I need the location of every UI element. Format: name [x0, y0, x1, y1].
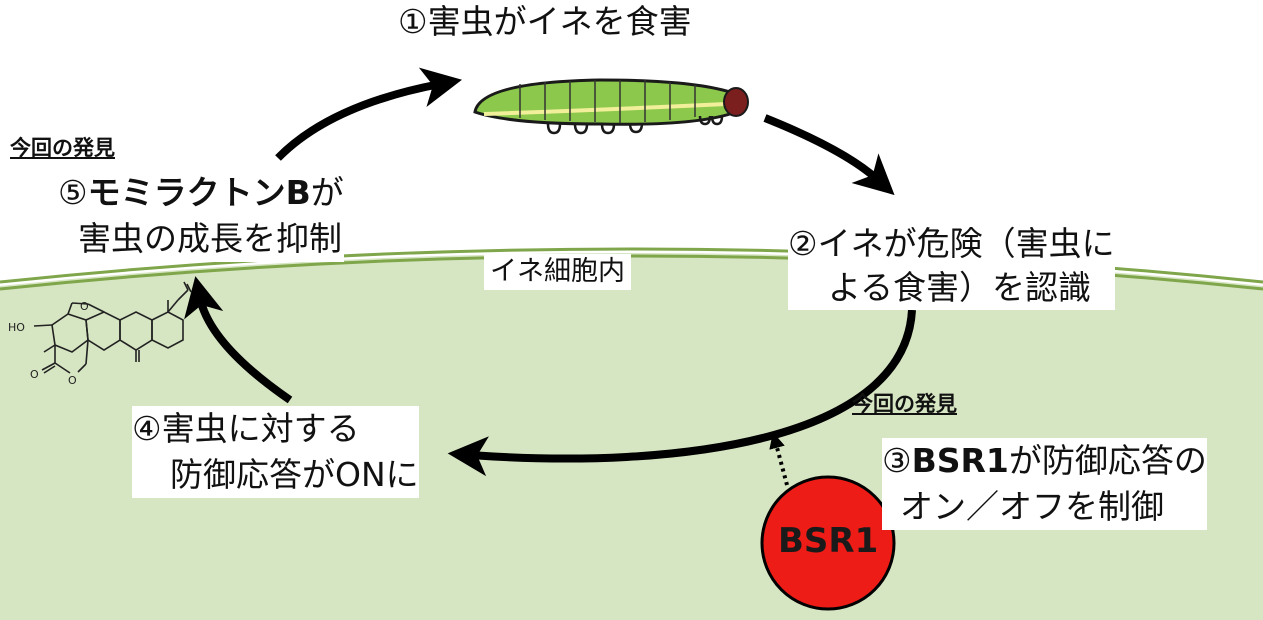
bsr1-protein-label: BSR1 — [778, 521, 879, 561]
step5-label: ⑤モミラクトンBが 害虫の成長を抑制 — [58, 170, 344, 262]
step5-line1: ⑤モミラクトンBが — [58, 170, 344, 216]
dotted-arrow-bsr1-to-cycle — [769, 432, 789, 486]
step3-label: ③BSR1が防御応答の オン／オフを制御 — [882, 438, 1207, 530]
molecule-o-label-3: O — [68, 374, 77, 387]
arrow-step4-to-step5 — [184, 276, 293, 404]
step2-label: ②イネが危険（害虫に よる食害）を認識 — [788, 222, 1115, 310]
step4-line2: 防御応答がONに — [170, 455, 419, 494]
step5-header: 今回の発見 — [10, 136, 115, 160]
caterpillar-icon — [473, 78, 749, 135]
arrow-step5-to-step1 — [275, 67, 463, 161]
molecule-o-label-1: O — [80, 300, 89, 313]
step2-line2: よる食害）を認識 — [828, 268, 1092, 307]
step3-header: 今回の発見 — [852, 392, 957, 416]
step4-label: ④害虫に対する 防御応答がONに — [132, 406, 419, 498]
cell-interior-label: イネ細胞内 — [484, 254, 631, 291]
molecule-o-label-2: O — [30, 368, 39, 381]
step5-number: ⑤ — [58, 173, 88, 212]
step3-line1: ③BSR1が防御応答の — [882, 438, 1207, 484]
step2-line1: ②イネが危険（害虫に — [788, 224, 1115, 263]
momilactone-b-structure-icon — [33, 281, 192, 374]
step5-momilactone-name: モミラクトンB — [87, 173, 311, 212]
step3-number: ③ — [882, 441, 912, 480]
step1-label: ①害虫がイネを食害 — [398, 2, 692, 42]
molecule-ho-label: HO — [8, 321, 25, 334]
step3-bsr1-name: BSR1 — [911, 441, 1009, 480]
arrow-step1-to-step2 — [763, 114, 895, 196]
step4-line1: ④害虫に対する — [132, 409, 360, 448]
step3-line2: オン／オフを制御 — [900, 487, 1164, 526]
bsr1-protein-circle — [760, 475, 896, 611]
step5-line2: 害虫の成長を抑制 — [78, 219, 342, 258]
step3-line1-rest: が防御応答の — [1008, 441, 1207, 480]
step5-line1-rest: が — [310, 173, 344, 212]
arrow-step2-to-step4 — [447, 309, 916, 477]
